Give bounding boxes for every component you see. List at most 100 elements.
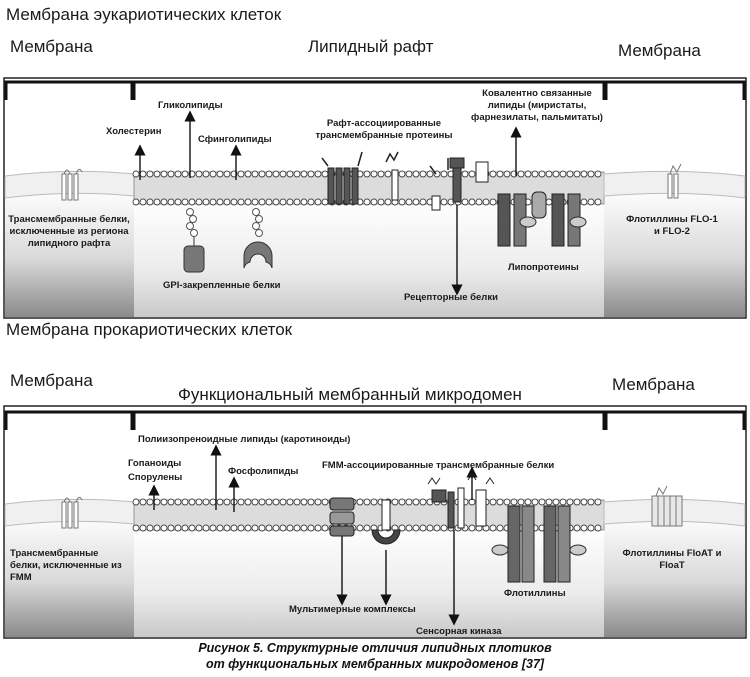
lipid-head <box>580 524 588 532</box>
region-lipid-raft: Липидный рафт <box>308 37 434 56</box>
lipid-head <box>370 170 378 178</box>
caption-line-2: от функциональных мембранных микродомено… <box>205 657 545 671</box>
lipid-head <box>363 498 371 506</box>
lipid-head <box>223 498 231 506</box>
label-receptor-proteins: Рецепторные белки <box>404 292 498 303</box>
prokaryotic-panel <box>3 405 747 639</box>
lipid-head <box>202 198 210 206</box>
lipid-head <box>265 170 273 178</box>
lipid-head <box>244 170 252 178</box>
excluded-protein-icon <box>61 168 83 201</box>
region-membrane-right: Мембрана <box>618 41 701 60</box>
label-fmm-proteins: FMM-ассоциированные трансмембранные белк… <box>322 460 555 471</box>
lipid-head <box>265 198 273 206</box>
lipid-head <box>272 170 280 178</box>
lipid-head <box>195 498 203 506</box>
label-sporulenes: Спорулены <box>128 472 183 483</box>
lipid-head <box>258 170 266 178</box>
lipid-head <box>398 498 406 506</box>
figure-caption: Рисунок 5. Структурные отличия липидных … <box>0 640 750 672</box>
lipid-head <box>202 524 210 532</box>
lipid-head <box>405 198 413 206</box>
lipid-head <box>377 170 385 178</box>
lipid-head <box>419 170 427 178</box>
lipid-head <box>468 524 476 532</box>
lipid-head <box>489 498 497 506</box>
lipid-head <box>559 498 567 506</box>
lipid-head <box>412 498 420 506</box>
lipid-head <box>258 498 266 506</box>
lipid-head <box>580 198 588 206</box>
lipid-head <box>412 170 420 178</box>
lipid-head <box>286 170 294 178</box>
lipid-head <box>188 524 196 532</box>
lipid-head <box>538 170 546 178</box>
lipid-head <box>321 198 329 206</box>
lipid-head <box>307 198 315 206</box>
lipid-head <box>461 170 469 178</box>
lipid-head <box>503 498 511 506</box>
lipid-head <box>146 198 154 206</box>
lipid-head <box>363 524 371 532</box>
lipid-head <box>524 170 532 178</box>
label-sphingolipids: Сфинголипиды <box>198 134 272 145</box>
lipid-head <box>167 170 175 178</box>
lipid-head <box>426 524 434 532</box>
lipid-head <box>244 198 252 206</box>
lipid-head <box>237 198 245 206</box>
lipid-head <box>566 170 574 178</box>
lipid-head <box>279 498 287 506</box>
lipid-head <box>160 198 168 206</box>
lipid-head <box>272 524 280 532</box>
lipid-head <box>517 498 525 506</box>
label-flotillins-prok: Флотиллины FloAT и FloaT <box>622 548 722 571</box>
lipid-head <box>279 170 287 178</box>
lipid-head <box>419 498 427 506</box>
lipid-head <box>209 170 217 178</box>
region-membrane-left: Мембрана <box>10 37 93 56</box>
lipid-head <box>496 170 504 178</box>
label-phospholipids: Фосфолипиды <box>228 466 299 477</box>
flotillin-center-icon <box>491 505 587 583</box>
lipid-head <box>545 498 553 506</box>
lipid-head <box>181 524 189 532</box>
lipid-head <box>370 498 378 506</box>
lipid-head <box>216 198 224 206</box>
lipid-head <box>216 170 224 178</box>
label-excluded-proteins: Трансмембранные белки, исключенные из ре… <box>8 214 130 249</box>
lipid-head <box>440 524 448 532</box>
lipid-head <box>587 170 595 178</box>
lipid-head <box>370 198 378 206</box>
lipid-head <box>307 170 315 178</box>
lipid-head <box>356 498 364 506</box>
label-sensor-kinase: Сенсорная киназа <box>416 626 502 637</box>
lipid-head <box>153 198 161 206</box>
label-cholesterol: Холестерин <box>106 126 162 137</box>
lipid-head <box>426 170 434 178</box>
lipid-head <box>279 198 287 206</box>
lipid-head <box>139 524 147 532</box>
label-flotillins-center: Флотиллины <box>504 588 566 599</box>
lipid-head <box>195 198 203 206</box>
lipid-head <box>286 524 294 532</box>
lipid-head <box>307 498 315 506</box>
lipid-head <box>167 198 175 206</box>
label-flotillins-euk: Флотиллины FLO-1 и FLO-2 <box>626 214 718 237</box>
lipid-head <box>538 498 546 506</box>
lipid-head <box>356 524 364 532</box>
lipid-head <box>307 524 315 532</box>
lipid-head <box>132 498 140 506</box>
lipid-head <box>587 498 595 506</box>
lipid-head <box>405 498 413 506</box>
excluded-protein-icon <box>61 496 83 529</box>
lipid-head <box>237 524 245 532</box>
lipid-head <box>230 524 238 532</box>
lipid-head <box>153 170 161 178</box>
lipid-head <box>195 524 203 532</box>
lipid-head <box>139 170 147 178</box>
lipid-head <box>321 498 329 506</box>
lipid-head <box>552 498 560 506</box>
lipid-head <box>293 170 301 178</box>
lipid-head <box>146 498 154 506</box>
